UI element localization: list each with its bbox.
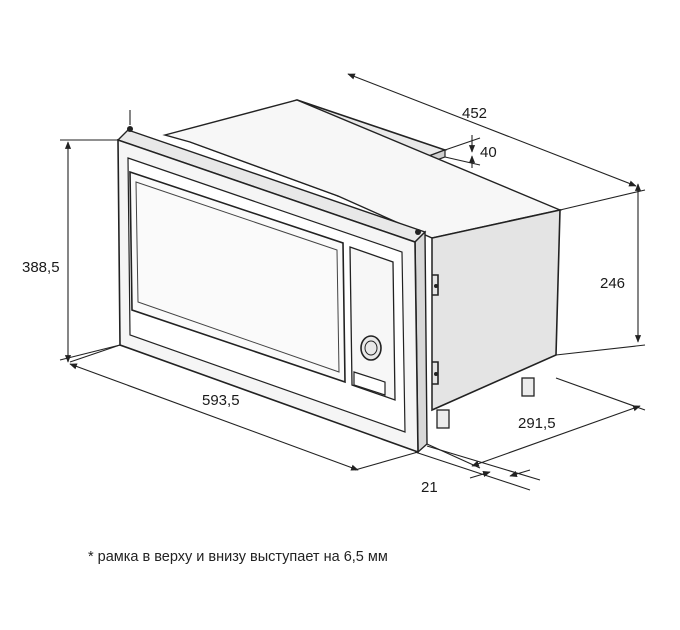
- dim-body-height: 246: [555, 183, 646, 356]
- label-overall-depth: 452: [462, 105, 487, 122]
- dim-body-depth: 291,5: [426, 377, 646, 469]
- side-tabs: [432, 274, 439, 385]
- footnote: * рамка в верху и внизу выступает на 6,5…: [88, 549, 388, 565]
- dim-overall-depth: 452: [129, 73, 646, 211]
- dim-frame-width: 593,5: [69, 344, 419, 471]
- dim-overall-height: 388,5: [22, 139, 121, 363]
- label-body-height: 246: [600, 275, 625, 292]
- dim-frame-thickness: 21: [414, 445, 541, 496]
- label-frame-thickness: 21: [421, 479, 438, 496]
- knob-icon: [360, 335, 382, 361]
- control-panel: [349, 246, 396, 401]
- dim-top-panel: 40: [444, 135, 497, 168]
- label-body-depth: 291,5: [518, 415, 556, 432]
- label-frame-width: 593,5: [202, 392, 240, 409]
- feet: [436, 377, 535, 429]
- label-overall-height: 388,5: [22, 259, 60, 276]
- label-top-panel: 40: [480, 144, 497, 161]
- body-side: [431, 208, 561, 412]
